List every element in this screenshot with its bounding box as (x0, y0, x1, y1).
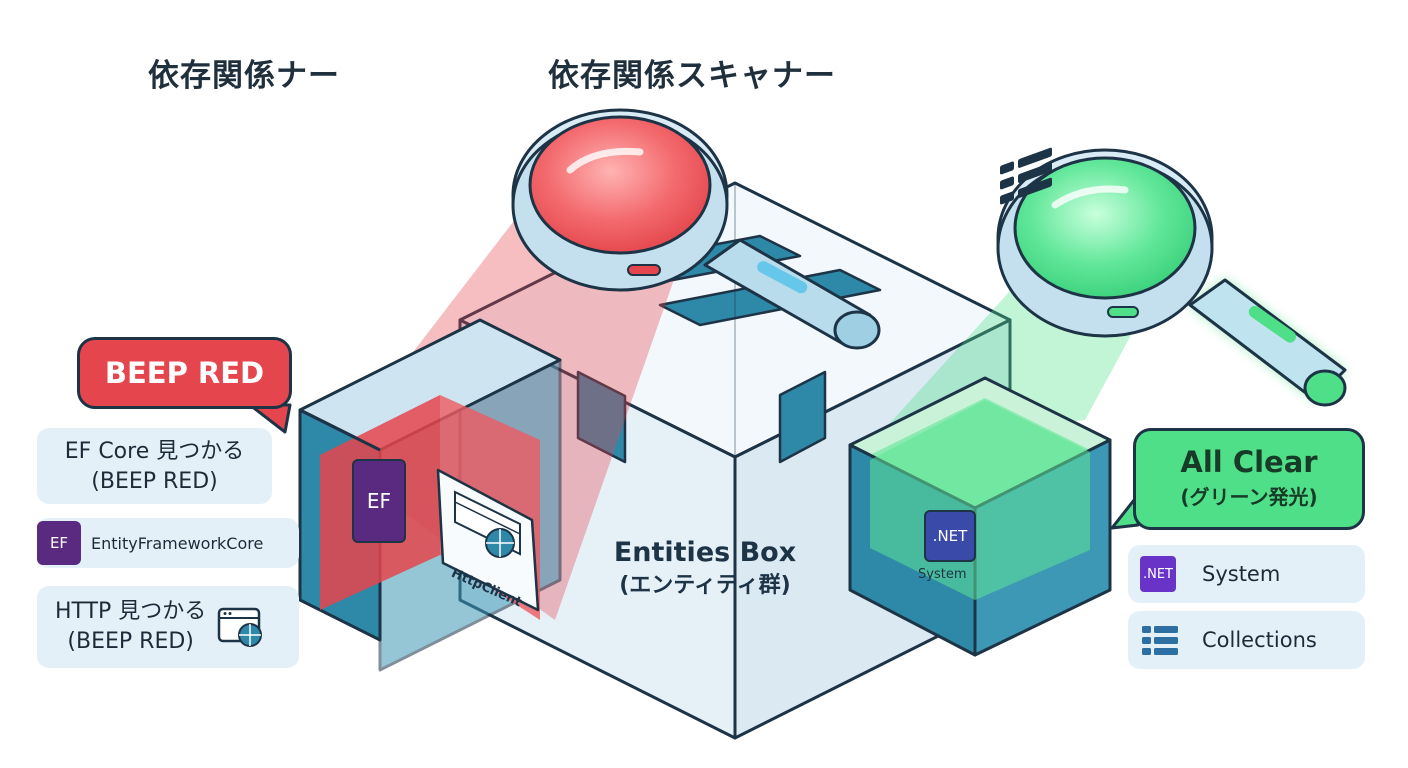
net-icon: .NET (1140, 556, 1176, 592)
ef-core-card-line1: EF Core 見つかる (64, 439, 245, 464)
entities-box-label: Entities Box (エンティティ群) (570, 535, 840, 601)
left-title: 依存関係ナー (148, 58, 340, 94)
http-card: HTTP 見つかる (BEEP RED) (37, 586, 299, 668)
entityframeworkcore-label: EntityFrameworkCore (91, 533, 264, 553)
ef-icon: EF (37, 521, 81, 565)
box-ef-chip: EF (352, 459, 406, 543)
http-card-line1: HTTP 見つかる (55, 599, 207, 624)
ef-core-card-line2: (BEEP RED) (91, 469, 218, 494)
right-dependency-box (848, 376, 1112, 657)
magnifier-red-icon (511, 108, 881, 350)
collections-list-icon (1142, 626, 1178, 655)
beep-red-bubble: BEEP RED (77, 337, 292, 409)
list-icon (1000, 147, 1052, 205)
http-card-text: HTTP 見つかる (BEEP RED) (55, 597, 206, 657)
all-clear-bubble: All Clear (グリーン発光) (1133, 428, 1365, 530)
http-card-line2: (BEEP RED) (67, 629, 194, 654)
center-title: 依存関係スキャナー (548, 58, 836, 94)
system-card: .NET System (1128, 545, 1365, 603)
httpclient-card (436, 468, 540, 612)
box-net-chip-label: .NET (932, 527, 968, 545)
box-net-chip: .NET (924, 510, 976, 562)
collections-label: Collections (1202, 628, 1317, 652)
entities-box-label-line1: Entities Box (613, 537, 797, 568)
box-ef-chip-label: EF (366, 489, 392, 513)
system-label: System (1202, 562, 1281, 586)
collections-card: Collections (1128, 611, 1365, 669)
magnifier-green-icon (996, 148, 1347, 407)
ef-core-card: EF Core 見つかる (BEEP RED) (37, 428, 272, 504)
browser-globe-icon (218, 607, 263, 647)
all-clear-line2: (グリーン発光) (1180, 485, 1318, 509)
all-clear-line1: All Clear (1180, 445, 1318, 479)
entities-box-label-line2: (エンティティ群) (619, 573, 791, 598)
entityframeworkcore-card: EF EntityFrameworkCore (37, 518, 299, 568)
box-system-label: System (918, 567, 967, 582)
